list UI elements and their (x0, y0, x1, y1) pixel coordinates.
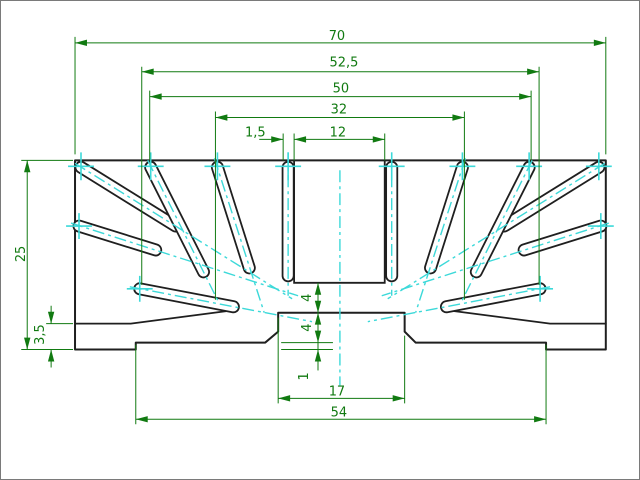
dim-25-label: 25 (14, 246, 29, 262)
dim-52-5: 52,5 (141, 56, 540, 75)
centerlines (66, 152, 614, 386)
dim-52-5-label: 52,5 (329, 56, 358, 71)
dim-1-step-label: 1 (297, 372, 312, 380)
dim-stack-4-4-1: 4 4 1 (297, 282, 322, 381)
dim-50: 50 (149, 82, 532, 100)
dim-12-label: 12 (330, 125, 346, 140)
dim-3-5-label: 3,5 (33, 324, 48, 345)
dim-70-label: 70 (329, 29, 345, 44)
dim-54: 54 (135, 405, 547, 423)
dim-25: 25 (14, 160, 31, 350)
base-top-line-left (74, 309, 231, 325)
dim-12: 12 (294, 125, 385, 143)
dim-17: 17 (278, 384, 405, 402)
dim-32: 32 (215, 103, 465, 121)
dim-54-label: 54 (331, 405, 347, 420)
dim-50-label: 50 (333, 82, 349, 97)
dimensions: 70 52,5 50 32 12 1,5 (14, 29, 607, 425)
base-top-line-right (450, 309, 607, 325)
center-mark-ticks (66, 152, 614, 302)
dim-32-label: 32 (331, 103, 347, 118)
dim-70: 70 (75, 29, 606, 47)
dim-3-5: 3,5 (33, 305, 55, 368)
dim-1-5: 1,5 (245, 125, 284, 143)
dim-4-base-label: 4 (300, 324, 315, 332)
dim-17-label: 17 (329, 384, 345, 399)
dim-4-boss-label: 4 (300, 294, 315, 302)
dim-1-5-label: 1,5 (245, 125, 266, 140)
